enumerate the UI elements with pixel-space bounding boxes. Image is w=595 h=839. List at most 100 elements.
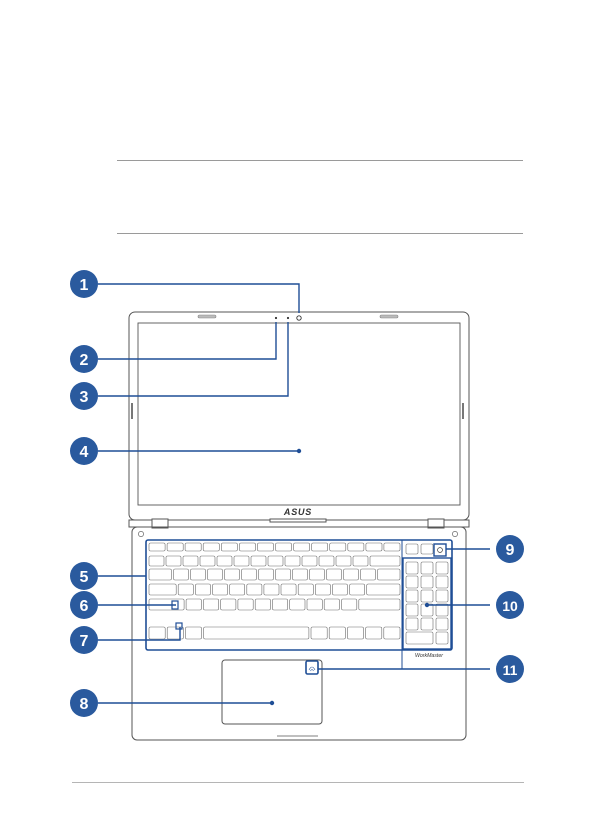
laptop-lid [129, 312, 469, 520]
callout-6: 6 [70, 591, 98, 619]
keyboard-key [166, 556, 181, 566]
keyboard-key [367, 584, 400, 595]
keyboard-key [361, 569, 376, 580]
keyboard-key [310, 569, 325, 580]
keyboard-key [421, 544, 433, 554]
touchpad-anchor-dot [270, 701, 274, 705]
keyboard-key [238, 599, 253, 610]
keyboard-key [336, 556, 351, 566]
callout-5: 5 [70, 562, 98, 590]
keyboard-key [330, 543, 346, 551]
keyboard-key [348, 543, 364, 551]
keyboard-key [421, 590, 433, 602]
camera-icon [297, 316, 301, 320]
callout-1: 1 [70, 270, 98, 298]
keyboard-key [421, 562, 433, 574]
touchpad [222, 660, 322, 724]
callout-7: 7 [70, 626, 98, 654]
keyboard-key [183, 556, 198, 566]
svg-text:1: 1 [80, 277, 89, 294]
screw-icon [452, 531, 457, 536]
keyboard-key [293, 569, 308, 580]
callout-4: 4 [70, 437, 98, 465]
keyboard-key [225, 569, 240, 580]
keyboard-key [406, 544, 418, 554]
svg-text:9: 9 [506, 542, 515, 559]
keyboard-key [264, 584, 279, 595]
keyboard-key [366, 627, 382, 639]
keyboard-key [347, 627, 363, 639]
keyboard-key [384, 627, 400, 639]
keyboard-key [406, 590, 418, 602]
keyboard-key [149, 584, 176, 595]
keyboard-key [213, 584, 228, 595]
svg-text:7: 7 [80, 633, 89, 650]
keyboard-key [272, 599, 287, 610]
callout-2: 2 [70, 345, 98, 373]
svg-text:3: 3 [80, 389, 89, 406]
keyboard-key [406, 618, 418, 630]
keyboard-key [384, 543, 400, 551]
keyboard-key [204, 627, 309, 639]
keyboard-key [332, 584, 347, 595]
keyboard-key [230, 584, 245, 595]
svg-text:10: 10 [502, 598, 518, 614]
svg-text:5: 5 [80, 569, 89, 586]
keyboard-key [149, 543, 165, 551]
keyboard-key [285, 556, 300, 566]
keyboard-key [312, 543, 328, 551]
keyboard-key [406, 576, 418, 588]
keyboard-key [324, 599, 339, 610]
keyboard-key [185, 627, 201, 639]
keyboard-key [203, 543, 219, 551]
keyboard-key [268, 556, 283, 566]
keyboard-key [208, 569, 223, 580]
keyboard-key [311, 627, 327, 639]
keyboard-key [191, 569, 206, 580]
keyboard-key [359, 599, 400, 610]
keyboard-key [259, 569, 274, 580]
keyboard-key [421, 576, 433, 588]
keyboard-key [327, 569, 342, 580]
power-button-outline [434, 544, 446, 556]
keyboard-key [319, 556, 334, 566]
keyboard-key [178, 584, 193, 595]
keyboard-key [221, 599, 236, 610]
keyboard-key [436, 618, 448, 630]
callout-10: 10 [496, 591, 524, 619]
keyboard-key [342, 599, 357, 610]
keyboard-key [174, 569, 189, 580]
workmaster-badge: WorkMaster [415, 653, 443, 659]
keyboard-key [421, 618, 433, 630]
keyboard-key [298, 584, 313, 595]
keyboard-key [436, 576, 448, 588]
keyboard-key [185, 543, 201, 551]
svg-text:4: 4 [80, 444, 89, 461]
keyboard-key [149, 556, 164, 566]
keyboard-key [221, 543, 237, 551]
callout-11: 11 [496, 655, 524, 683]
svg-text:11: 11 [503, 662, 518, 678]
power-icon [438, 548, 443, 553]
keyboard-key [436, 562, 448, 574]
callout-8: 8 [70, 689, 98, 717]
asus-logo: ASUS [283, 507, 312, 517]
keyboard-key [276, 569, 291, 580]
screw-icon [138, 531, 143, 536]
keyboard-key [203, 599, 218, 610]
keyboard-key [276, 543, 292, 551]
svg-text:2: 2 [80, 352, 89, 369]
microphone-icon [275, 317, 277, 319]
keyboard-key [307, 599, 322, 610]
svg-text:8: 8 [80, 696, 89, 713]
svg-text:6: 6 [80, 598, 89, 615]
keyboard-key [436, 604, 448, 616]
fingerprint-icon [309, 667, 315, 671]
display-anchor-dot [297, 449, 301, 453]
keyboard-key [406, 604, 418, 616]
keyboard-key [149, 569, 172, 580]
keyboard-key [234, 556, 249, 566]
keyboard-key [294, 543, 310, 551]
keyboard-key [251, 556, 266, 566]
